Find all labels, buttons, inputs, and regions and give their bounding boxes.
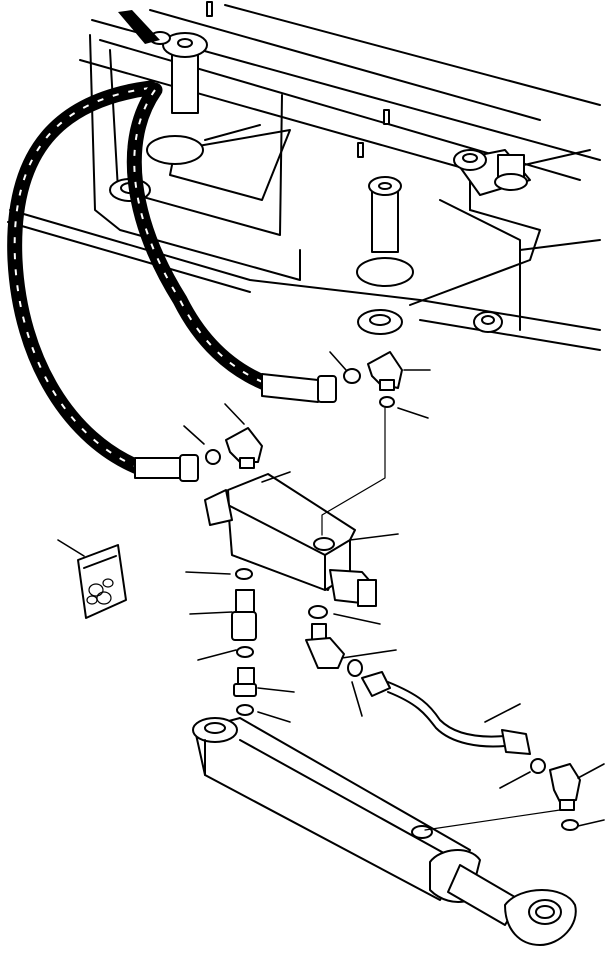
o-ring-stack-1 <box>235 568 253 580</box>
elbow-fitting-upper-left <box>225 427 263 469</box>
o-ring-stack-2 <box>236 646 254 658</box>
hydraulic-hose-outer <box>7 80 199 482</box>
valve-block <box>204 473 377 607</box>
link-bracket <box>453 149 531 196</box>
seal-kit-bag <box>77 544 127 619</box>
hose-clamp-tab <box>118 10 160 44</box>
o-ring-tube-end <box>347 659 363 677</box>
o-ring-stack-3 <box>236 704 254 716</box>
elbow-fitting-lower <box>305 623 345 669</box>
o-ring-upper-right-lower <box>379 396 395 408</box>
hydraulic-tube <box>361 671 531 755</box>
loader-frame <box>7 4 601 351</box>
o-ring-cylinder-port <box>530 758 546 774</box>
o-ring-upper-left <box>205 449 221 465</box>
adapter-fitting-lower <box>233 667 257 697</box>
o-ring-upper-right <box>343 368 361 384</box>
elbow-fitting-upper-right <box>367 351 403 391</box>
small-bolt-markers <box>206 1 390 158</box>
hydraulic-hose-inner <box>126 82 337 403</box>
elbow-fitting-cylinder <box>549 763 581 811</box>
o-ring-valve-bottom <box>308 605 328 619</box>
hydraulic-cylinder <box>192 717 577 946</box>
callout-leaders <box>57 351 605 827</box>
pivot-pin-right <box>356 176 503 335</box>
reference-lines <box>321 407 561 831</box>
adapter-fitting-upper <box>231 589 257 641</box>
o-ring-cylinder-base <box>561 819 579 831</box>
